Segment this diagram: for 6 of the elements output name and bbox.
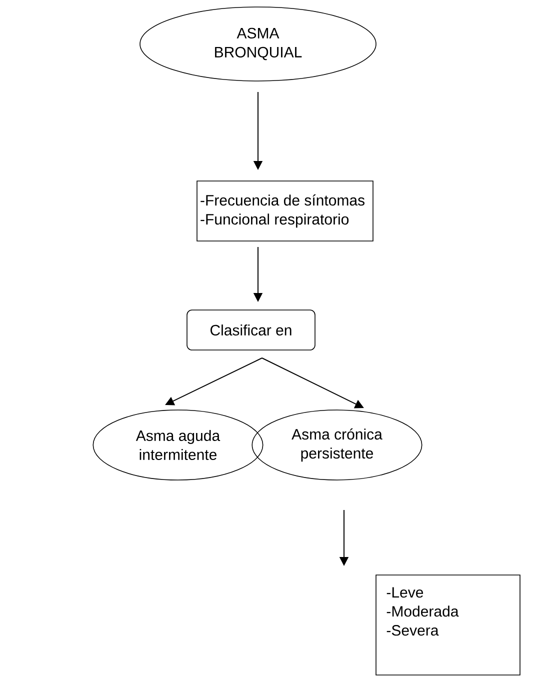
oval-node: ASMA BRONQUIAL: [140, 6, 376, 82]
rounded-box: Clasificar en: [186, 310, 316, 350]
oval-node: Asma crónica persistente: [252, 410, 422, 480]
list-box: -Leve -Moderada -Severa: [376, 574, 520, 676]
process-box: -Frecuencia de síntomas -Funcional respiratorio: [196, 180, 374, 242]
oval-node: Asma aguda intermitente: [92, 410, 264, 480]
